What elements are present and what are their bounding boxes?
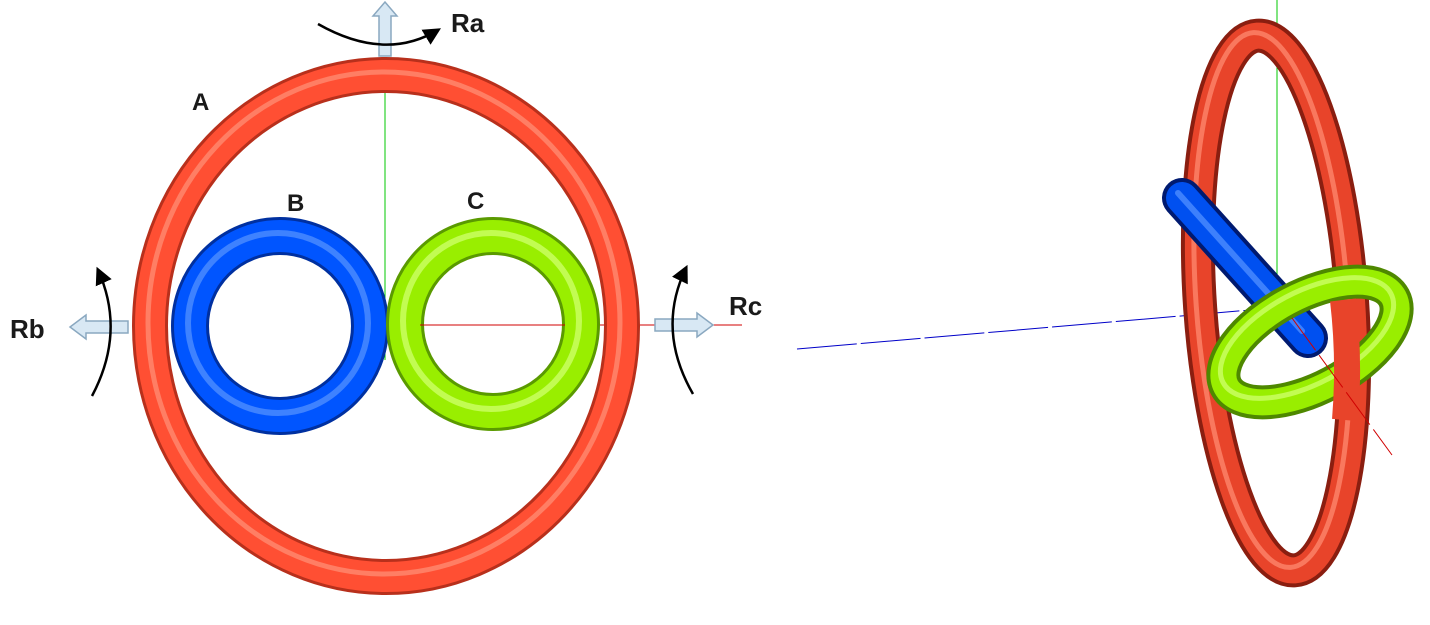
rotation-rc-label: Rc [729,291,762,321]
ring-a [132,57,640,595]
ring-b [171,217,389,435]
ring-b-label: B [287,190,304,217]
ring-c [386,217,600,431]
rotation-arrow-rb-icon [90,266,112,397]
perspective-red-axis [1291,317,1393,456]
left-arrow-icon [68,313,129,341]
perspective-ring-c [1206,264,1414,420]
rotation-rb-label: Rb [10,314,45,344]
right-arrow-icon [654,311,715,339]
ring-a-label: A [192,89,209,116]
perspective-ring-a-front [1330,298,1361,422]
rotation-arrow-rc-icon [671,264,695,395]
rotation-ra-label: Ra [451,8,485,38]
rotation-arrow-ra-icon [317,22,441,46]
front-view: A B C Ra Rb Rc [10,0,762,595]
perspective-view [796,0,1414,588]
ring-c-label: C [467,188,484,215]
up-arrow-icon [371,0,399,57]
